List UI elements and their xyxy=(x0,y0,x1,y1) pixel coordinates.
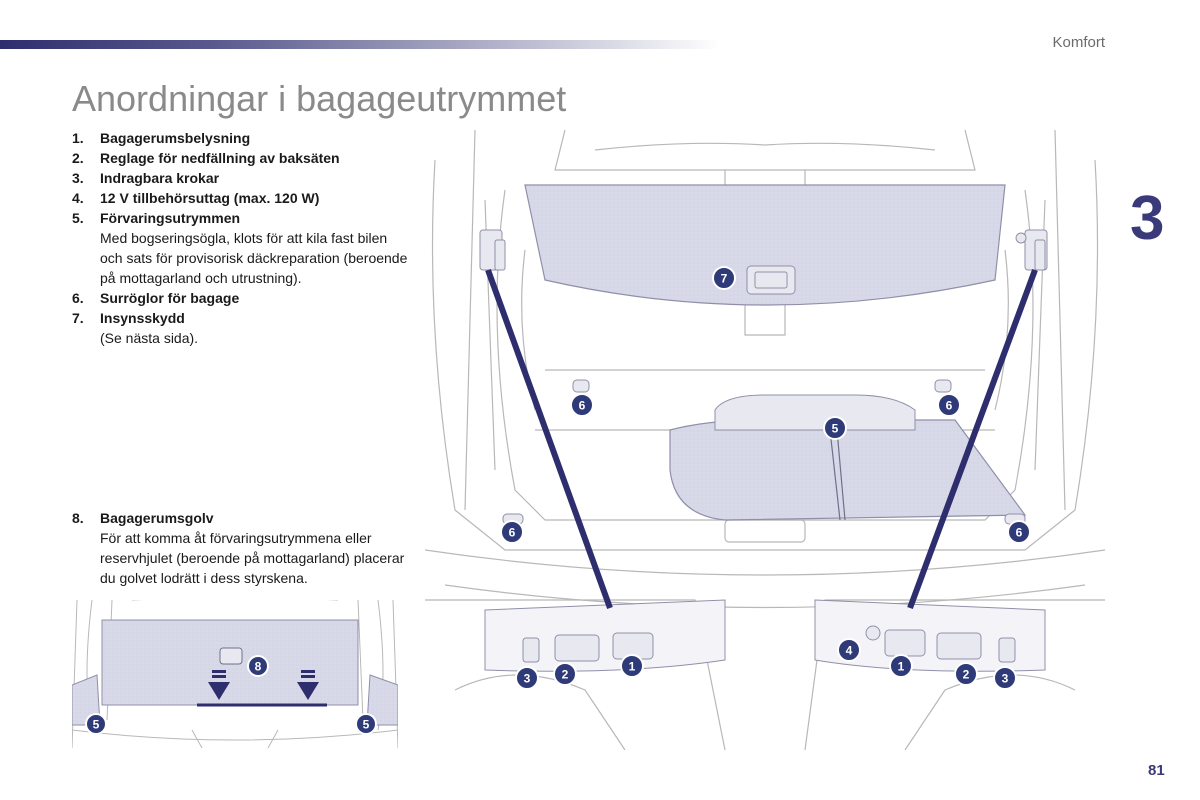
header-gradient-bar xyxy=(0,40,720,49)
callout-6: 6 xyxy=(937,393,961,417)
callout-6: 6 xyxy=(500,520,524,544)
callout-6: 6 xyxy=(1007,520,1031,544)
down-arrows xyxy=(208,670,319,700)
callout-8: 8 xyxy=(247,655,269,677)
callout-label: 8 xyxy=(255,660,262,674)
callout-1: 1 xyxy=(620,654,644,678)
item-label: Insynsskydd xyxy=(100,310,185,326)
item-label: Bagagerumsbelysning xyxy=(100,130,251,146)
storage-compartment xyxy=(669,394,1027,521)
item-label: Indragbara krokar xyxy=(100,170,220,186)
callout-3: 3 xyxy=(993,666,1017,690)
callout-5: 5 xyxy=(823,416,847,440)
item-label: Förvaringsutrymmen xyxy=(100,210,241,226)
callout-5: 5 xyxy=(355,713,377,735)
item-label: Bagagerumsgolv xyxy=(100,510,214,526)
page-number: 81 xyxy=(1148,762,1165,779)
item-number: 4. xyxy=(72,190,84,206)
item-number: 8. xyxy=(72,510,84,526)
trunk-illustration: 7 6 6 5 6 6 3 2 1 4 1 2 3 xyxy=(425,130,1105,750)
callout-label: 6 xyxy=(1016,526,1023,540)
callout-label: 6 xyxy=(946,399,953,413)
callout-2: 2 xyxy=(954,662,978,686)
list-item: 6. Surröglor för bagage xyxy=(72,288,412,308)
legend-list: 1. Bagagerumsbelysning 2. Reglage för nedf… xyxy=(72,128,412,348)
callout-label: 5 xyxy=(832,422,839,436)
callout-label: 3 xyxy=(524,672,531,686)
callout-2: 2 xyxy=(553,662,577,686)
callout-1: 1 xyxy=(889,654,913,678)
item-label: 12 V tillbehörsuttag (max. 120 W) xyxy=(100,190,320,206)
callout-label: 6 xyxy=(509,526,516,540)
pointer-lines xyxy=(485,268,1038,610)
list-item: 3. Indragbara krokar xyxy=(72,168,412,188)
item-label: Surröglor för bagage xyxy=(100,290,240,306)
callout-4: 4 xyxy=(837,638,861,662)
callout-label: 5 xyxy=(93,718,100,732)
callout-6: 6 xyxy=(570,393,594,417)
callout-label: 7 xyxy=(721,272,728,286)
item-description: (Se nästa sida). xyxy=(100,330,199,346)
callout-3: 3 xyxy=(515,666,539,690)
side-controls xyxy=(479,229,1048,271)
item-number: 2. xyxy=(72,150,84,166)
callout-5: 5 xyxy=(85,713,107,735)
callout-label: 2 xyxy=(963,668,970,682)
item-description: För att komma åt förvaringsutrymmena ell… xyxy=(100,530,405,586)
callout-label: 6 xyxy=(579,399,586,413)
callouts-small: 8 5 5 xyxy=(85,655,377,735)
item-description: Med bogseringsögla, klots för att kila f… xyxy=(100,230,408,286)
detail-panels xyxy=(484,599,1046,672)
floor-handle xyxy=(219,647,243,665)
callout-label: 2 xyxy=(562,668,569,682)
item-number: 6. xyxy=(72,290,84,306)
list-item: 4. 12 V tillbehörsuttag (max. 120 W) xyxy=(72,188,412,208)
list-item: 1. Bagagerumsbelysning xyxy=(72,128,412,148)
callout-label: 1 xyxy=(629,660,636,674)
callouts-main: 7 6 6 5 6 6 3 2 1 4 1 2 3 xyxy=(500,266,1031,690)
item-number: 7. xyxy=(72,310,84,326)
callout-label: 3 xyxy=(1002,672,1009,686)
item-number: 5. xyxy=(72,210,84,226)
callout-label: 1 xyxy=(898,660,905,674)
luggage-cover xyxy=(524,184,1006,306)
section-name: Komfort xyxy=(1052,34,1105,51)
item-number: 1. xyxy=(72,130,84,146)
item-label: Reglage för nedfällning av baksäten xyxy=(100,150,340,166)
chapter-number: 3 xyxy=(1130,184,1165,253)
callout-label: 4 xyxy=(846,644,853,658)
callout-label: 5 xyxy=(363,718,370,732)
floor-illustration: 8 5 5 xyxy=(72,600,398,748)
callout-7: 7 xyxy=(712,266,736,290)
list-item: 2. Reglage för nedfällning av baksäten xyxy=(72,148,412,168)
item-number: 3. xyxy=(72,170,84,186)
list-item: 7. Insynsskydd (Se nästa sida). xyxy=(72,308,412,348)
page-title: Anordningar i bagageutrymmet xyxy=(72,78,567,119)
